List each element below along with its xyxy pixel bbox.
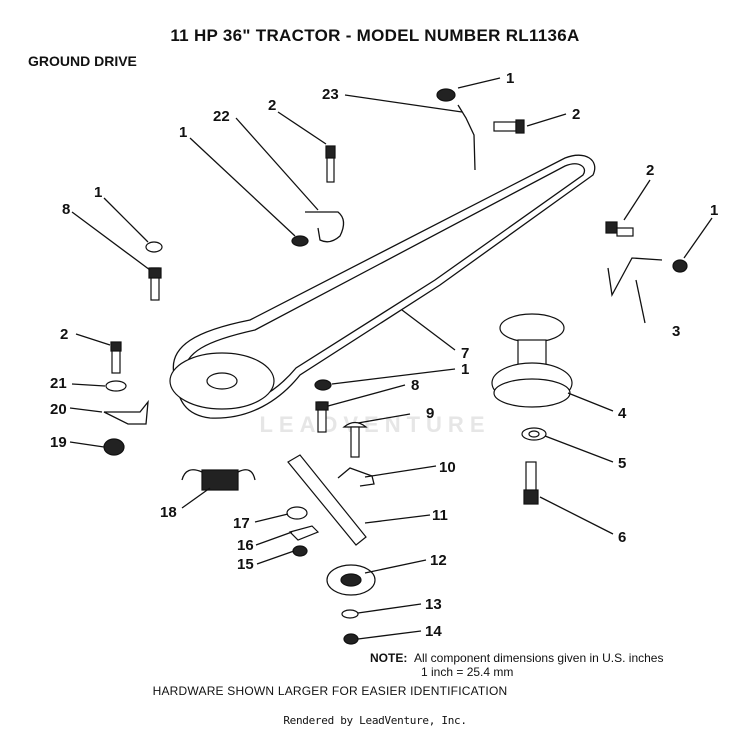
bolt-icon[interactable] — [110, 341, 122, 374]
rendered-by: Rendered by LeadVenture, Inc. — [283, 714, 467, 727]
link-rod-icon[interactable] — [607, 257, 663, 298]
callout-label: 1 — [179, 124, 187, 141]
callout-label: 12 — [430, 552, 447, 569]
idler-arm-icon[interactable] — [287, 454, 367, 546]
callout-label: 15 — [237, 556, 254, 573]
callout-labels: 1 2 23 22 2 1 1 8 2 1 3 7 2 1 21 8 20 9 … — [50, 70, 718, 640]
nut-icon[interactable] — [103, 438, 125, 456]
callout-label: 20 — [50, 401, 67, 418]
callout-label: 7 — [461, 345, 469, 362]
callout-label: 1 — [94, 184, 102, 201]
bolt-icon[interactable] — [493, 119, 525, 134]
callout-label: 1 — [506, 70, 514, 87]
bolt-icon[interactable] — [605, 221, 634, 237]
nut-icon[interactable] — [292, 545, 308, 557]
callout-label: 8 — [411, 377, 419, 394]
hardware-note-text: HARDWARE SHOWN LARGER FOR EASIER IDENTIF… — [152, 684, 508, 698]
callout-label: 19 — [50, 434, 67, 451]
callout-label: 11 — [432, 507, 448, 524]
washer-icon[interactable] — [286, 506, 308, 520]
page-title: 11 HP 36" TRACTOR - MODEL NUMBER RL1136A — [170, 26, 580, 45]
callout-label: 17 — [233, 515, 250, 532]
callout-label: 2 — [268, 97, 276, 114]
nut-icon[interactable] — [291, 235, 309, 247]
stud-icon[interactable] — [148, 267, 162, 301]
washer-icon[interactable] — [341, 609, 359, 619]
note-line1: All component dimensions given in U.S. i… — [414, 651, 664, 665]
nut-icon[interactable] — [343, 633, 359, 645]
callout-label: 3 — [672, 323, 680, 340]
watermark-logo: LEADVENTURE — [259, 412, 491, 437]
nut-icon[interactable] — [314, 379, 332, 391]
callout-label: 10 — [439, 459, 456, 476]
note-line2: 1 inch = 25.4 mm — [421, 665, 514, 679]
callout-label: 8 — [62, 201, 70, 218]
bolt-icon[interactable] — [523, 461, 539, 505]
washer-icon[interactable] — [105, 380, 127, 392]
callout-label: 18 — [160, 504, 177, 521]
callout-label: 1 — [710, 202, 718, 219]
callout-label: 5 — [618, 455, 626, 472]
callout-label: 13 — [425, 596, 442, 613]
callout-label: 9 — [426, 405, 434, 422]
callout-label: 2 — [60, 326, 68, 343]
engine-pulley-icon[interactable] — [491, 313, 573, 408]
leader-lines — [69, 77, 713, 640]
bracket-icon[interactable] — [288, 525, 320, 541]
callout-label: 16 — [237, 537, 254, 554]
belt-pulley-disc[interactable] — [169, 352, 275, 410]
callout-label: 14 — [425, 623, 442, 640]
callout-label: 2 — [572, 106, 580, 123]
hardware-note: HARDWARE SHOWN LARGER FOR EASIER IDENTIF… — [0, 684, 750, 698]
rod-icon[interactable] — [457, 104, 476, 171]
callout-label: 23 — [322, 86, 339, 103]
callout-label: 1 — [461, 361, 469, 378]
note-label: NOTE: — [370, 651, 408, 665]
bracket-icon[interactable] — [305, 211, 345, 243]
dimension-note: NOTE: All component dimensions given in … — [370, 651, 663, 679]
nut-icon[interactable] — [672, 259, 688, 273]
bracket-icon[interactable] — [103, 399, 149, 425]
spring-icon[interactable] — [181, 469, 256, 491]
washer-icon[interactable] — [521, 427, 547, 441]
callout-label: 22 — [213, 108, 230, 125]
stud-icon[interactable] — [315, 401, 329, 433]
callout-label: 21 — [50, 375, 67, 392]
carriage-bolt-icon[interactable] — [342, 421, 368, 458]
nut-icon[interactable] — [436, 88, 456, 102]
washer-icon[interactable] — [145, 241, 163, 253]
idler-pulley-icon[interactable] — [326, 564, 376, 596]
bolt-icon[interactable] — [325, 145, 336, 183]
callout-label: 6 — [618, 529, 626, 546]
section-title: GROUND DRIVE — [28, 53, 137, 69]
callout-label: 2 — [646, 162, 654, 179]
callout-label: 4 — [618, 405, 627, 422]
